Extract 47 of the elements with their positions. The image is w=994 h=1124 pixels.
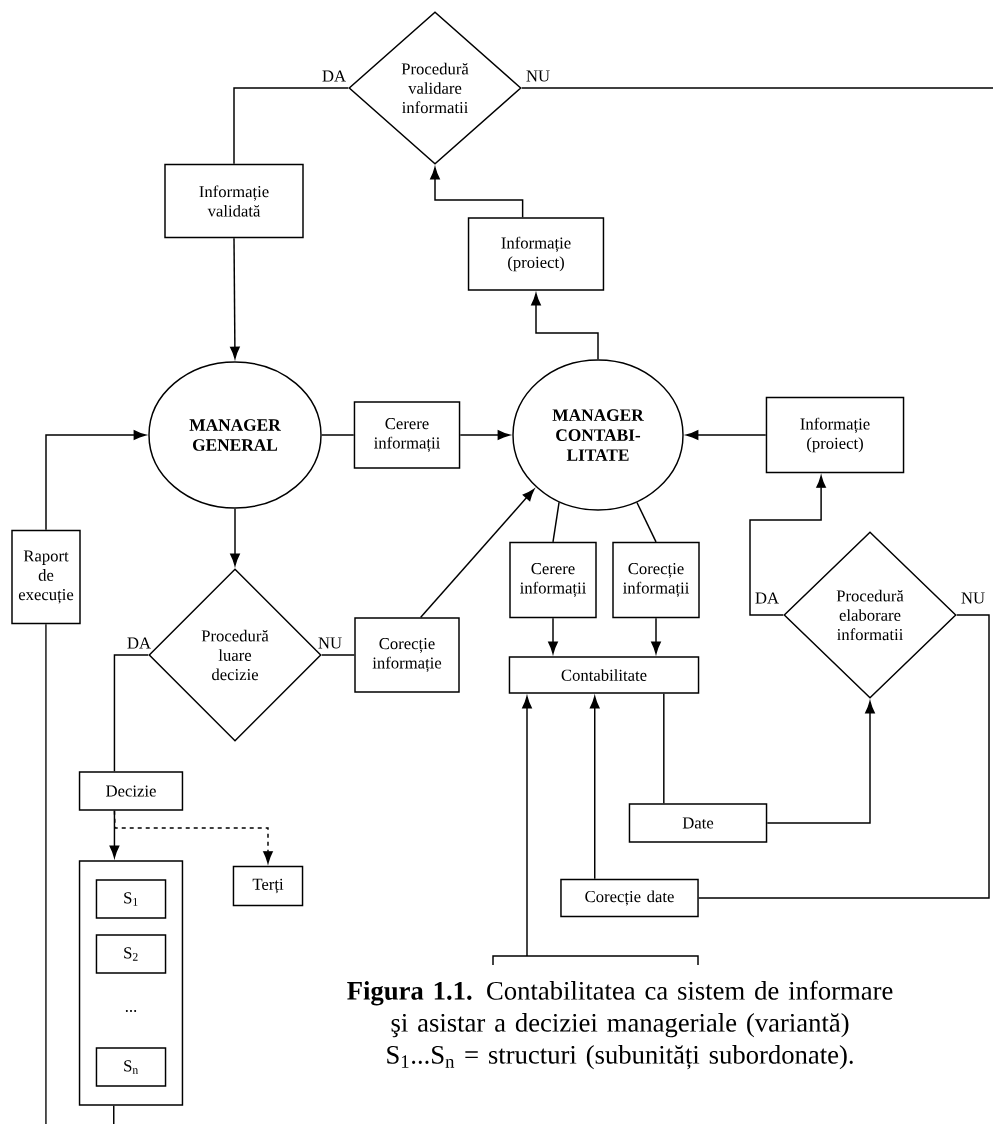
connector-line <box>663 693 665 804</box>
process-box: Corecție informație <box>354 617 460 693</box>
arrow <box>766 701 875 824</box>
connector-line <box>321 654 355 656</box>
process-box: Cerere informații <box>353 401 461 469</box>
arrow <box>420 488 535 618</box>
arrow <box>459 430 510 440</box>
connector-line <box>113 654 149 772</box>
connector-line <box>552 501 560 543</box>
connector-line <box>521 87 994 89</box>
process-box: Informație (proiect) <box>467 217 605 291</box>
arrow <box>749 475 826 616</box>
process-box: Corecție date <box>560 878 699 918</box>
arrow <box>686 430 767 440</box>
edge-label: NU <box>524 69 552 83</box>
arrow <box>113 810 273 864</box>
process-box: Cerere informații <box>509 541 597 619</box>
process-box: S$_{n}$ <box>95 1047 167 1087</box>
process-box: S$_{2}$ <box>95 934 167 974</box>
arrow <box>430 167 524 218</box>
arrow <box>522 696 532 957</box>
process-box: Terți <box>232 865 304 907</box>
process-box: Raport de execuție <box>11 529 81 625</box>
process-box: Informație (proiect) <box>765 396 905 474</box>
process-box: Corecție informații <box>612 541 700 619</box>
arrow <box>230 237 240 359</box>
connector-line <box>113 1105 115 1124</box>
arrow <box>45 430 146 531</box>
arrow <box>548 617 558 654</box>
process-box: Decizie <box>78 771 184 811</box>
process-box: Informație validată <box>164 163 304 239</box>
connector-line <box>233 87 349 165</box>
edge-label: DA <box>320 69 348 83</box>
connector-line <box>698 614 990 899</box>
arrow <box>230 508 240 566</box>
arrow <box>651 617 661 654</box>
process-box: Date <box>628 803 768 843</box>
connector-line <box>321 434 355 436</box>
arrow <box>589 696 600 880</box>
edge-label: NU <box>959 591 987 605</box>
edge-label: DA <box>753 591 781 605</box>
process-box: Contabilitate <box>508 656 700 694</box>
connector-line <box>45 623 47 1124</box>
arrow <box>531 293 599 360</box>
connector-line <box>636 501 657 543</box>
caption: Figura 1.1. Contabilitatea ca sistem de informare şi asistar a deciziei manageriale (variantă) S$_{1}$...S$_{n}$ = structuri (subunități subordonate). <box>347 980 893 1070</box>
process-box: S$_{1}$ <box>95 879 167 919</box>
